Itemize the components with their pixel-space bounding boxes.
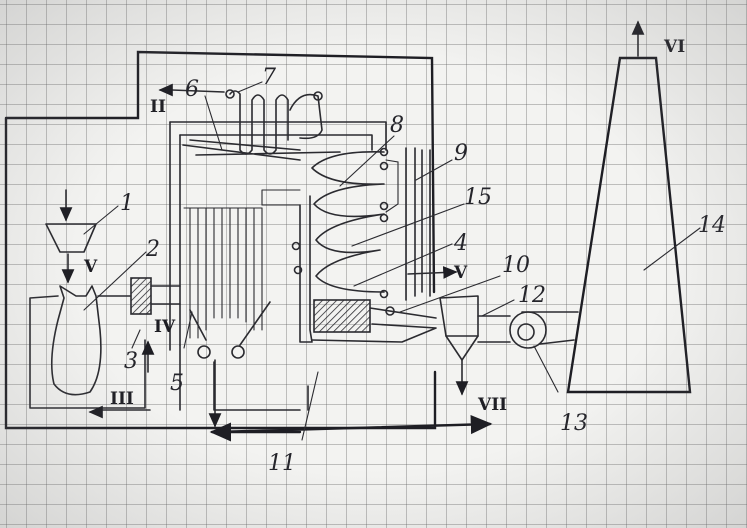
coal-bunker <box>45 189 97 284</box>
roman-label-vii: VII <box>477 395 507 415</box>
label-8: 8 <box>390 113 404 138</box>
label-3: 3 <box>124 349 138 374</box>
callout-leaders <box>83 81 701 441</box>
roman-label-ii: II <box>150 97 166 117</box>
ash-collector <box>439 295 511 396</box>
burner <box>130 277 181 373</box>
chimney <box>566 20 692 394</box>
coal-mill <box>29 285 146 409</box>
roman-label-v-mill: V <box>83 257 98 277</box>
label-1: 1 <box>120 191 134 216</box>
label-10: 10 <box>502 253 530 278</box>
label-11: 11 <box>268 451 296 476</box>
furnace-screen-tubes <box>179 189 301 411</box>
convective-coils <box>291 147 399 299</box>
label-4: 4 <box>453 231 468 256</box>
label-9: 9 <box>454 141 468 166</box>
label-14: 14 <box>698 213 726 238</box>
label-7: 7 <box>262 65 276 90</box>
roman-label-vi: VI <box>663 37 685 57</box>
label-2: 2 <box>145 237 160 262</box>
roman-label-iv: IV <box>154 317 176 337</box>
boiler-casing <box>169 121 387 351</box>
roman-label-v-flue: V <box>453 263 468 283</box>
label-12: 12 <box>518 283 546 308</box>
flue-gas-fan <box>509 311 579 349</box>
superheater-coils <box>182 89 341 161</box>
label-15: 15 <box>464 185 492 210</box>
building-outline <box>4 50 437 430</box>
label-5: 5 <box>170 371 184 396</box>
flow-lines <box>88 83 493 442</box>
roman-label-iii: III <box>110 389 134 409</box>
label-13: 13 <box>560 411 588 436</box>
label-6: 6 <box>185 77 199 102</box>
air-heater <box>311 299 437 343</box>
